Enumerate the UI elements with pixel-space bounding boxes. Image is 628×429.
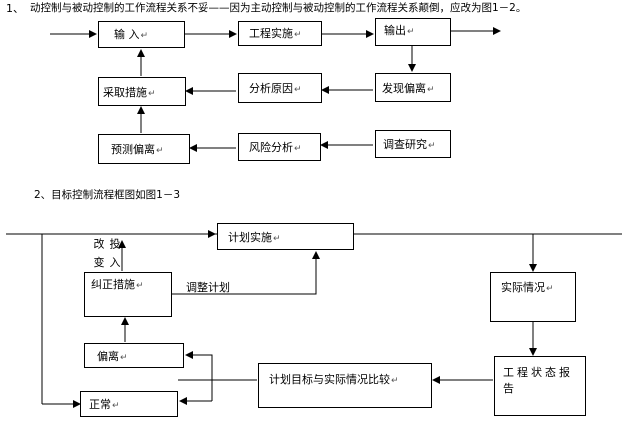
para-mark-icon: ↵ — [391, 376, 399, 386]
box-deviation-label: 偏离 — [97, 350, 119, 363]
para-mark-icon: ↵ — [140, 31, 149, 41]
para-mark-icon: ↵ — [273, 234, 281, 244]
box-deviation: 偏离↵ — [84, 343, 184, 368]
box-normal-label: 正常 — [89, 398, 111, 411]
box-implement-label: 工程实施 — [249, 27, 293, 40]
box-report-label: 工程状态报告 — [503, 366, 573, 395]
box-input: 输 入↵ — [98, 21, 185, 48]
box-implement: 工程实施↵ — [238, 21, 322, 46]
para-mark-icon: ↵ — [428, 141, 436, 151]
box-predict-deviation-label: 预测偏离 — [111, 143, 155, 156]
label-investment-input: 投 入 — [108, 238, 121, 270]
box-risk-analysis: 风险分析↵ — [238, 133, 321, 161]
box-compare-label: 计划目标与实际情况比较 — [269, 373, 390, 386]
para-mark-icon: ↵ — [294, 144, 302, 154]
heading1-text: 动控制与被动控制的工作流程关系不妥——因为主动控制与被动控制的工作流程关系颠倒，… — [30, 2, 527, 14]
box-survey-label: 调查研究 — [383, 138, 427, 151]
label-adjust-plan: 调整计划 — [186, 281, 230, 294]
para-mark-icon: ↵ — [120, 353, 128, 363]
box-plan-implement-label: 计划实施 — [228, 231, 272, 244]
para-mark-icon: ↵ — [294, 85, 302, 95]
box-risk-analysis-label: 风险分析 — [249, 141, 293, 154]
para-mark-icon: ↵ — [156, 146, 164, 156]
box-analyze-cause-label: 分析原因 — [249, 82, 293, 95]
para-mark-icon: ↵ — [546, 284, 554, 294]
para-mark-icon: ↵ — [112, 401, 120, 411]
para-mark-icon: ↵ — [427, 85, 435, 95]
para-mark-icon: ↵ — [407, 27, 415, 37]
para-mark-icon: ↵ — [136, 281, 144, 291]
box-find-deviation-label: 发现偏离 — [382, 82, 426, 95]
box-compare: 计划目标与实际情况比较↵ — [258, 363, 432, 408]
arrow-corrective-to-plan — [172, 251, 320, 295]
box-actual-label: 实际情况 — [501, 281, 545, 294]
box-survey: 调查研究↵ — [375, 130, 451, 158]
para-mark-icon: ↵ — [294, 30, 302, 40]
label-change: 改 变 — [92, 238, 105, 270]
box-input-label: 输 入 — [114, 28, 140, 41]
box-predict-deviation: 预测偏离↵ — [98, 134, 190, 164]
box-corrective: 纠正措施↵ — [84, 272, 172, 317]
box-plan-implement: 计划实施↵ — [217, 223, 354, 250]
box-output: 输出↵ — [375, 18, 451, 46]
box-corrective-label: 纠正措施 — [91, 278, 135, 291]
heading2-text: 2、目标控制流程框图如图1－3 — [34, 189, 181, 201]
box-normal: 正常↵ — [80, 391, 178, 417]
box-measures-label: 采取措施 — [103, 86, 147, 99]
para-mark-icon: ↵ — [148, 89, 156, 99]
box-actual: 实际情况↵ — [490, 272, 576, 322]
heading1-number: 1、 — [6, 2, 24, 15]
box-find-deviation: 发现偏离↵ — [375, 73, 451, 102]
box-measures: 采取措施↵ — [98, 77, 186, 106]
box-report: 工程状态报告 — [494, 356, 586, 416]
arrow-compare-to-deviation — [185, 351, 213, 380]
box-output-label: 输出 — [384, 24, 406, 37]
box-analyze-cause: 分析原因↵ — [238, 73, 322, 103]
